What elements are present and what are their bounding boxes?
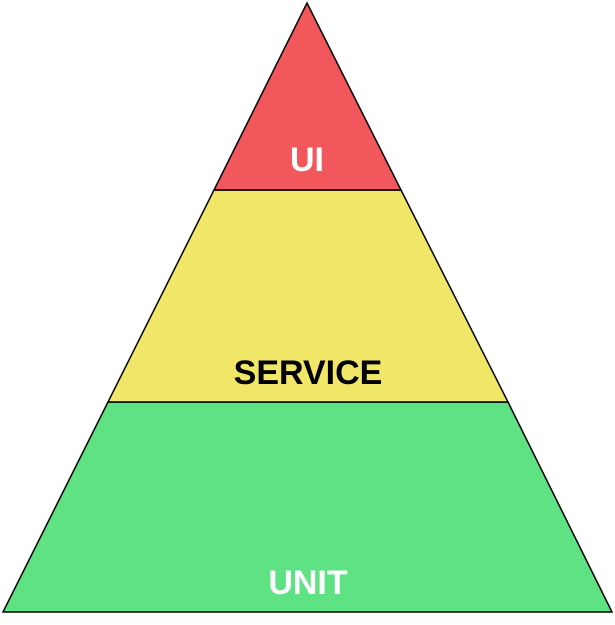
ui-tier	[212, 1, 403, 191]
ui-tier-label: UI	[290, 141, 324, 179]
service-tier-label: SERVICE	[234, 354, 383, 392]
unit-tier-label: UNIT	[268, 564, 348, 602]
